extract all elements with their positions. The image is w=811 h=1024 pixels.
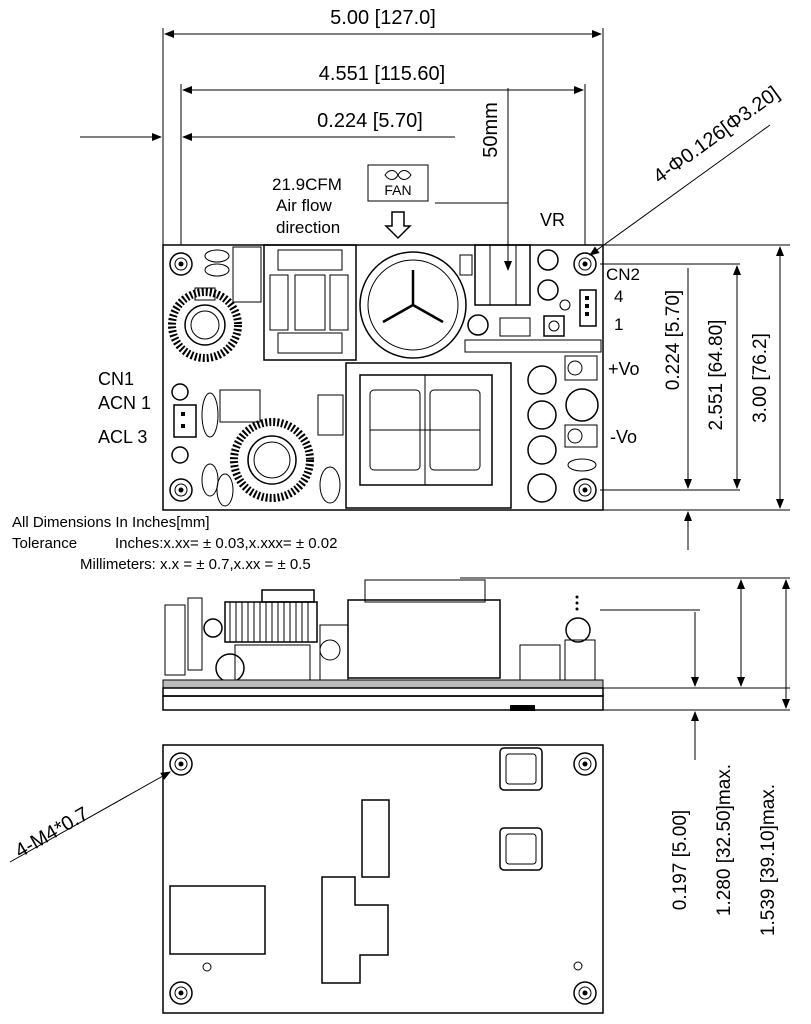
vr-trimmer <box>543 315 565 337</box>
mount-hole-label: 4-Φ0.126[Φ3.20] <box>649 82 783 188</box>
dimension-edge-offset-y: 0.224 [5.70] <box>663 268 692 550</box>
airflow-line2: direction <box>276 218 340 237</box>
edge-offset-x-label: 0.224 [5.70] <box>317 110 423 132</box>
airflow-line1: Air flow <box>276 196 332 215</box>
minus-vo-label: -Vo <box>610 427 637 447</box>
fan-icon <box>384 170 412 180</box>
transformer-icon <box>263 244 357 361</box>
dimension-standoff-height: 0.197 [5.00] <box>670 612 699 910</box>
dimension-mount-hole: 4-Φ0.126[Φ3.20] <box>589 82 784 256</box>
fan-box-label: FAN <box>384 182 411 198</box>
acn-label: ACN 1 <box>98 393 151 413</box>
fan-box <box>367 164 429 202</box>
fan-rotor-icon <box>359 251 467 359</box>
fan-clearance-label: 50mm <box>480 102 502 158</box>
cn2-label: CN2 <box>606 265 640 284</box>
dimension-hole-pitch-y: 2.551 [64.80] <box>706 265 741 489</box>
overall-width-label: 5.00 [127.0] <box>330 7 436 29</box>
toroid-inductor-icon <box>230 418 314 502</box>
notes-tolerance-value: Inches:x.xx= ± 0.03,x.xxx= ± 0.02 <box>115 535 337 552</box>
standoff-height-label: 0.197 [5.00] <box>670 810 691 910</box>
mount-hole-icon <box>169 252 597 502</box>
dimension-body-height: 1.280 [32.50]max. <box>714 579 745 916</box>
cn2-header <box>579 289 597 327</box>
tolerance-notes: All Dimensions In Inches[mm] Tolerance I… <box>12 514 337 573</box>
dimension-bottom-thread: 4-M4*0.7 <box>9 771 171 863</box>
total-height-label: 1.539 [39.10]max. <box>758 784 779 936</box>
cn2-pin1-label: 1 <box>614 315 623 334</box>
edge-offset-y-label: 0.224 [5.70] <box>663 290 684 390</box>
dimension-edge-offset-x: 0.224 [5.70] <box>80 110 455 141</box>
fan-cfm: 21.9CFM <box>272 175 342 194</box>
top-view-board <box>162 244 604 511</box>
airflow-arrow-icon <box>384 211 412 240</box>
dimension-fan-clearance: 50mm <box>435 88 512 271</box>
side-view <box>162 577 790 711</box>
vr-label: VR <box>540 210 565 230</box>
cn2-pin4-label: 4 <box>614 287 623 306</box>
bottom-view <box>162 744 604 1014</box>
acl-label: ACL 3 <box>98 427 147 447</box>
plus-vo-label: +Vo <box>608 359 640 379</box>
dimension-hole-pitch-x: 4.551 [115.60] <box>180 63 586 245</box>
toroid-inductor-icon <box>168 287 242 362</box>
output-capacitors <box>527 355 599 503</box>
notes-line1: All Dimensions In Inches[mm] <box>12 514 210 531</box>
bottom-thread-label: 4-M4*0.7 <box>11 803 92 863</box>
dimension-overall-width: 5.00 [127.0] <box>162 7 604 245</box>
threaded-hole-icon <box>169 752 597 1005</box>
dimension-total-height: 1.539 [39.10]max. <box>758 579 790 936</box>
dimension-overall-length: 3.00 [76.2] <box>750 246 784 509</box>
cn1-header <box>173 404 197 438</box>
cn1-label: CN1 <box>98 369 134 389</box>
hole-pitch-y-label: 2.551 [64.80] <box>706 320 727 431</box>
notes-line3: Millimeters: x.x = ± 0.7,x.xx = ± 0.5 <box>80 556 311 573</box>
notes-tolerance-label: Tolerance <box>12 535 77 552</box>
hole-pitch-x-label: 4.551 [115.60] <box>319 63 445 85</box>
overall-length-label: 3.00 [76.2] <box>750 333 771 423</box>
heatsink-icon <box>345 362 512 509</box>
fan-block: 21.9CFM Air flow direction FAN <box>272 164 429 240</box>
body-height-label: 1.280 [32.50]max. <box>714 764 735 916</box>
